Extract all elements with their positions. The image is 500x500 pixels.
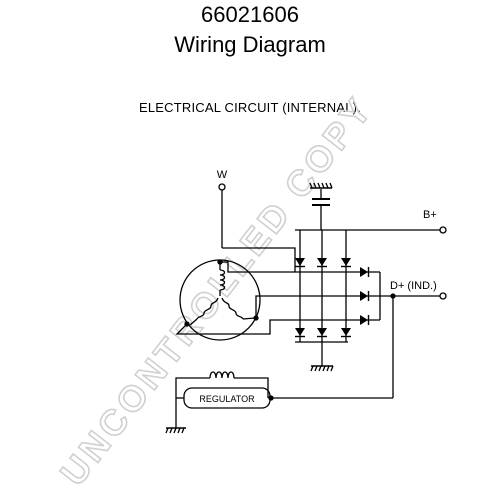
b-plus-label: B+ — [423, 209, 437, 221]
stator-winding-top — [219, 264, 226, 296]
diagram-subtitle: ELECTRICAL CIRCUIT (INTERNAL). — [139, 100, 361, 115]
stator-winding-left — [189, 297, 219, 326]
w-terminal-label: W — [217, 169, 228, 181]
part-number: 66021606 — [201, 2, 299, 27]
watermark: UNCONTROLLED COPY — [52, 88, 381, 493]
d-plus-terminal — [439, 292, 447, 300]
d-plus-label: D+ (IND.) — [390, 280, 437, 292]
regulator-label: REGULATOR — [199, 394, 255, 404]
diagram-title: Wiring Diagram — [174, 32, 326, 57]
stator-winding-right — [221, 297, 256, 320]
rectifier-diodes — [294, 257, 370, 338]
b-plus-terminal — [439, 226, 447, 234]
rotor-field-coil — [209, 371, 235, 379]
w-terminal — [218, 183, 226, 191]
